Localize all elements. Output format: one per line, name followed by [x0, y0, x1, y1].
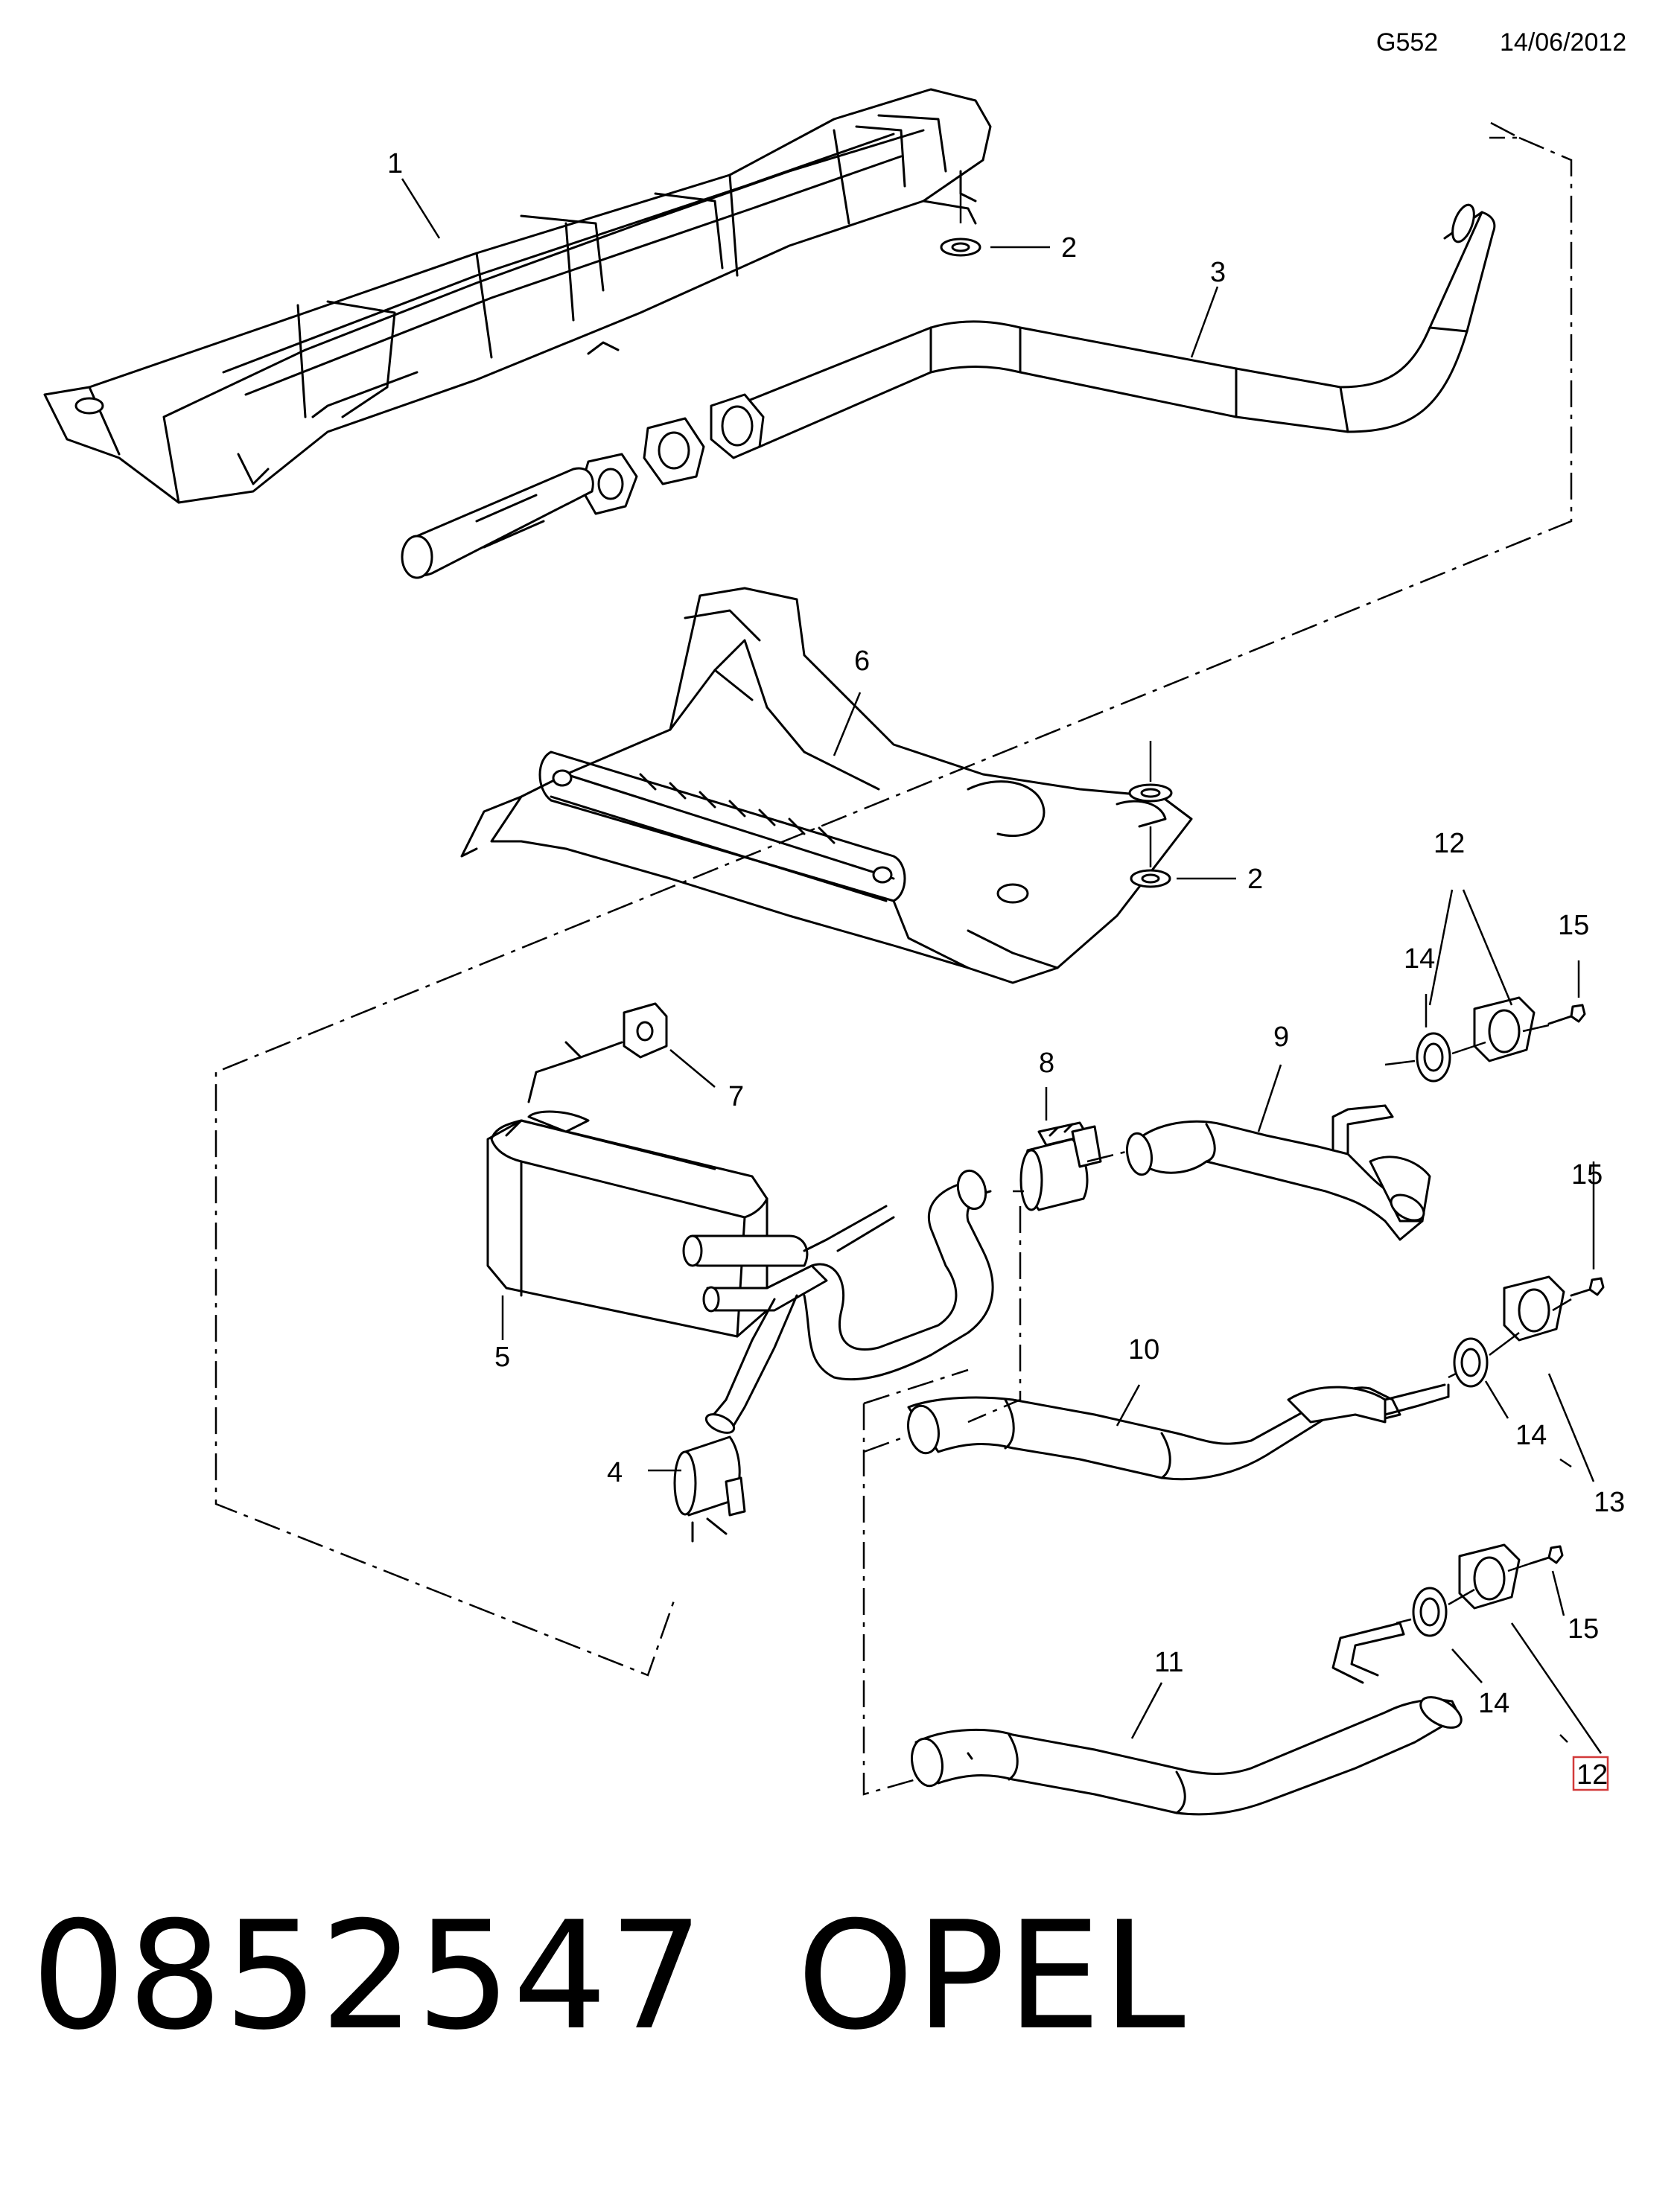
- callout-6: 6: [854, 646, 870, 677]
- part-3-front-pipe: [401, 203, 1496, 579]
- callout-2-top: 2: [1061, 232, 1077, 264]
- hardware-group-b: [1448, 1275, 1605, 1388]
- part-6-crossmember: [460, 587, 1193, 984]
- leader-lines: [401, 178, 1603, 1754]
- callout-1: 1: [387, 148, 403, 179]
- callout-3: 3: [1210, 257, 1226, 288]
- callout-7: 7: [728, 1081, 744, 1112]
- hardware-group-a: [1384, 996, 1586, 1083]
- callout-14-middle: 14: [1515, 1420, 1547, 1451]
- callout-9: 9: [1273, 1021, 1289, 1053]
- part-2-washer-crossmember: [1130, 741, 1171, 888]
- hardware-group-c: [1396, 1543, 1564, 1637]
- callout-15-middle: 15: [1571, 1159, 1603, 1191]
- callout-8: 8: [1039, 1048, 1054, 1079]
- diagram-date: 14/06/2012: [1500, 28, 1627, 57]
- part-9-tailpipe: [1126, 1104, 1431, 1241]
- part-4-clamp: [673, 1435, 746, 1543]
- callout-14-bottom: 14: [1478, 1688, 1509, 1719]
- callout-13: 13: [1594, 1487, 1625, 1518]
- callouts: 1 2 3 6 2 12 15 14 9 8 7 5 4 15 10 14 13…: [387, 148, 1625, 1791]
- assembly-dash-lines: [214, 121, 1573, 1796]
- part-number: 0852547: [31, 1890, 705, 2063]
- part-10-tailpipe: [907, 1383, 1450, 1481]
- callout-14-top: 14: [1404, 943, 1435, 975]
- part-7-rubber-hanger: [527, 1002, 668, 1103]
- callout-11: 11: [1154, 1647, 1183, 1678]
- brand-name: OPEL: [797, 1890, 1187, 2063]
- callout-12-highlight-box: [1572, 1756, 1609, 1791]
- callout-15-top: 15: [1558, 910, 1589, 941]
- exhaust-system-drawing: 1 2 3 6 2 12 15 14 9 8 7 5 4 15 10 14 13…: [43, 88, 1625, 1816]
- part-8-sleeve-clamp: [1019, 1121, 1102, 1211]
- part-1-heat-shield: [43, 88, 992, 504]
- callout-4: 4: [607, 1457, 623, 1488]
- callout-12-bottom: 12: [1576, 1759, 1608, 1791]
- callout-2-crossmember: 2: [1247, 864, 1263, 895]
- part-5-rear-muffler: [486, 1110, 994, 1434]
- part-2-washer-top: [940, 194, 981, 257]
- callout-12-top: 12: [1433, 828, 1465, 859]
- callout-15-bottom: 15: [1568, 1613, 1599, 1645]
- callout-10: 10: [1128, 1334, 1159, 1365]
- part-11-tailpipe: [911, 1622, 1463, 1816]
- diagram-code: G552: [1376, 28, 1439, 57]
- callout-5: 5: [494, 1342, 510, 1373]
